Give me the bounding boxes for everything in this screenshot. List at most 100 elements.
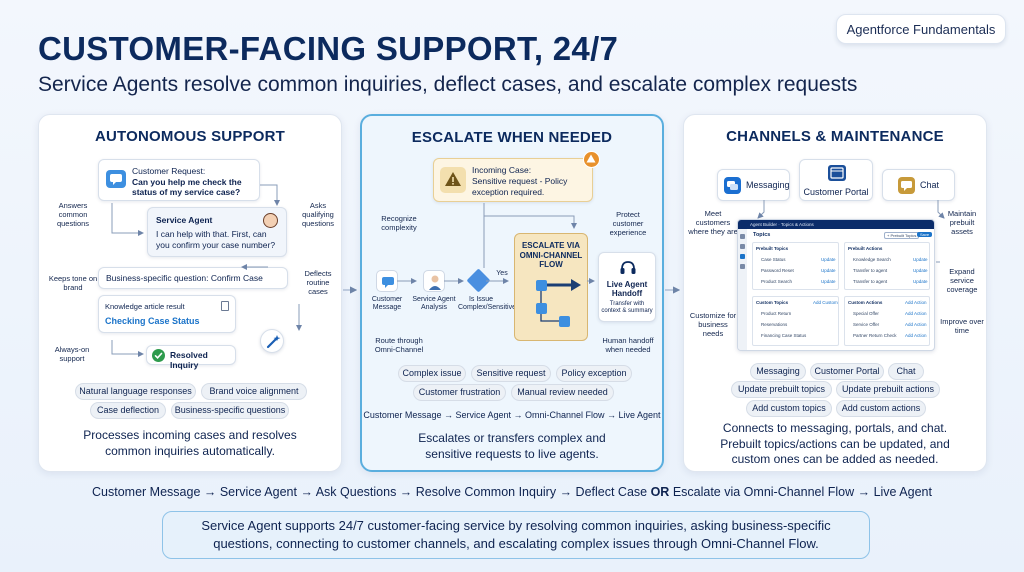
messaging-label: Messaging	[746, 180, 790, 190]
chat-card[interactable]: Chat	[882, 169, 955, 201]
custom-actions-table: Custom Actions Add Action Special Offer …	[844, 296, 930, 346]
pill-brand-voice: Brand voice alignment	[201, 383, 307, 400]
table-row[interactable]: Transfer to agent	[853, 268, 888, 273]
messaging-icon	[724, 177, 741, 194]
table-row[interactable]: Product Return	[761, 311, 792, 316]
table-row[interactable]: Product Search	[761, 279, 793, 284]
flow-before: Customer Message → Service Agent → Ask Q…	[92, 485, 648, 499]
builder-prebuilt-button[interactable]: + Prebuilt Topics	[884, 232, 920, 239]
sidebar-nav-icon[interactable]	[740, 254, 745, 259]
table-row[interactable]: Case Status	[761, 257, 786, 262]
update-link[interactable]: Update	[821, 279, 836, 284]
pill-customer-portal: Customer Portal	[810, 363, 884, 380]
pill-customer-frustration: Customer frustration	[413, 384, 506, 401]
summary-text: Service Agent supports 24/7 customer-fac…	[201, 518, 831, 551]
table-row[interactable]: Special Offer	[853, 311, 879, 316]
customer-portal-card[interactable]: Customer Portal	[799, 159, 873, 201]
table-row[interactable]: Partner Return Check	[853, 333, 897, 338]
pill-complex-issue: Complex issue	[398, 365, 466, 382]
page-title: CUSTOMER-FACING SUPPORT, 24/7	[38, 30, 619, 67]
agent-text: I can help with that. First, can you con…	[156, 229, 276, 250]
label-deflects: Deflects routine cases	[304, 269, 332, 296]
add-action-link[interactable]: Add Action	[905, 322, 927, 327]
update-link[interactable]: Update	[821, 257, 836, 262]
update-link[interactable]: Update	[913, 257, 928, 262]
kb-title[interactable]: Checking Case Status	[105, 316, 200, 326]
add-custom-link[interactable]: Add Custom	[813, 300, 838, 305]
alert-badge-icon	[583, 151, 600, 168]
portal-label: Customer Portal	[803, 187, 869, 197]
sidebar-nav-icon[interactable]	[740, 244, 745, 249]
node-decision: Is Issue Complex/Sensitive?	[458, 296, 520, 312]
agent-builder-window: Agent Builder · Topics & Actions Topics …	[737, 219, 935, 351]
update-link[interactable]: Update	[913, 279, 928, 284]
channels-panel: CHANNELS & MAINTENANCE Messaging Custome…	[683, 114, 987, 472]
label-route: Route through Omni-Channel	[374, 336, 424, 354]
prebuilt-topics-table: Prebuilt Topics Case Status Update Passw…	[752, 242, 839, 290]
add-action-link[interactable]: Add Action	[905, 311, 927, 316]
custom-topics-table: Custom Topics Add Custom Product Return …	[752, 296, 839, 346]
magic-wand-icon	[260, 329, 284, 353]
builder-save-button[interactable]: Save	[917, 232, 933, 237]
decision-diamond-icon	[466, 268, 491, 293]
panel-title: CHANNELS & MAINTENANCE	[726, 128, 944, 145]
update-link[interactable]: Update	[821, 268, 836, 273]
agent-label: Service Agent	[156, 215, 213, 225]
kb-label: Knowledge article result	[105, 302, 185, 311]
escalate-panel: ESCALATE WHEN NEEDED Incoming Case: Sens…	[360, 114, 664, 472]
table-row[interactable]: Knowledge Search	[853, 257, 891, 262]
table-row[interactable]: Reservations	[761, 322, 788, 327]
message-node-icon	[376, 270, 398, 292]
table-row[interactable]: Financing Case Status	[761, 333, 807, 338]
customer-request-card: Customer Request: Can you help me check …	[98, 159, 260, 201]
builder-header-bar: Agent Builder · Topics & Actions	[738, 220, 934, 229]
autonomous-support-panel: AUTONOMOUS SUPPORT Customer Request: Can…	[38, 114, 342, 472]
table-row[interactable]: Transfer to agent	[853, 279, 888, 284]
add-action-link[interactable]: Add Action	[905, 300, 927, 305]
builder-sidebar	[738, 229, 747, 350]
course-badge: Agentforce Fundamentals	[836, 14, 1006, 44]
table-header: Custom Actions	[848, 300, 883, 305]
summary-box: Service Agent supports 24/7 customer-fac…	[162, 511, 870, 559]
sidebar-nav-icon[interactable]	[740, 264, 745, 269]
label-customize: Customize for business needs	[689, 311, 737, 338]
agent-avatar-icon	[263, 213, 278, 228]
pill-case-deflection: Case deflection	[90, 402, 166, 419]
pill-update-actions: Update prebuilt actions	[836, 381, 940, 398]
label-meet: Meet customers where they are	[688, 209, 738, 236]
flow-after: Escalate via Omni-Channel Flow → Live Ag…	[672, 485, 932, 499]
table-header: Prebuilt Actions	[848, 246, 883, 251]
update-link[interactable]: Update	[913, 268, 928, 273]
business-question-card: Business-specific question: Confirm Case…	[98, 267, 288, 303]
live-agent-handoff-card: Live Agent Handoff Transfer with context…	[598, 252, 656, 322]
document-icon	[221, 301, 229, 311]
label-handoff-note: Human handoff when needed	[602, 336, 654, 354]
label-always-on: Always-on support	[54, 345, 90, 363]
label-expand: Expand service coverage	[946, 267, 978, 294]
table-row[interactable]: Password Reset	[761, 268, 794, 273]
warning-icon	[440, 167, 466, 193]
knowledge-article-card: Knowledge article result Checking Case S…	[98, 295, 236, 333]
resolved-label: Resolved Inquiry	[170, 350, 208, 370]
portal-icon	[828, 165, 846, 181]
add-action-link[interactable]: Add Action	[905, 333, 927, 338]
pill-custom-topics: Add custom topics	[746, 400, 832, 417]
builder-header: Agent Builder · Topics & Actions	[750, 222, 814, 227]
pill-business-questions: Business-specific questions	[171, 402, 289, 419]
sidebar-nav-icon[interactable]	[740, 234, 745, 239]
incoming-case-card: Incoming Case: Sensitive request - Polic…	[433, 151, 600, 202]
decision-yes: Yes	[496, 270, 508, 277]
label-answers: Answers common questions	[56, 201, 90, 228]
handoff-title: Live Agent Handoff	[606, 280, 648, 299]
panel-title: ESCALATE WHEN NEEDED	[411, 129, 613, 146]
chat-icon	[106, 170, 126, 188]
label-asks: Asks qualifying questions	[301, 201, 335, 228]
handoff-sub: Transfer with context & summary	[601, 301, 653, 315]
messaging-card[interactable]: Messaging	[717, 169, 790, 201]
omni-channel-flow-box: ESCALATE VIA OMNI-CHANNEL FLOW	[514, 233, 588, 341]
node-analysis: Service Agent Analysis	[412, 296, 456, 312]
prebuilt-actions-table: Prebuilt Actions Knowledge Search Update…	[844, 242, 930, 290]
label-recognize: Recognize complexity	[381, 214, 417, 232]
table-row[interactable]: Service Offer	[853, 322, 880, 327]
flow-title: ESCALATE VIA OMNI-CHANNEL FLOW	[519, 241, 583, 270]
